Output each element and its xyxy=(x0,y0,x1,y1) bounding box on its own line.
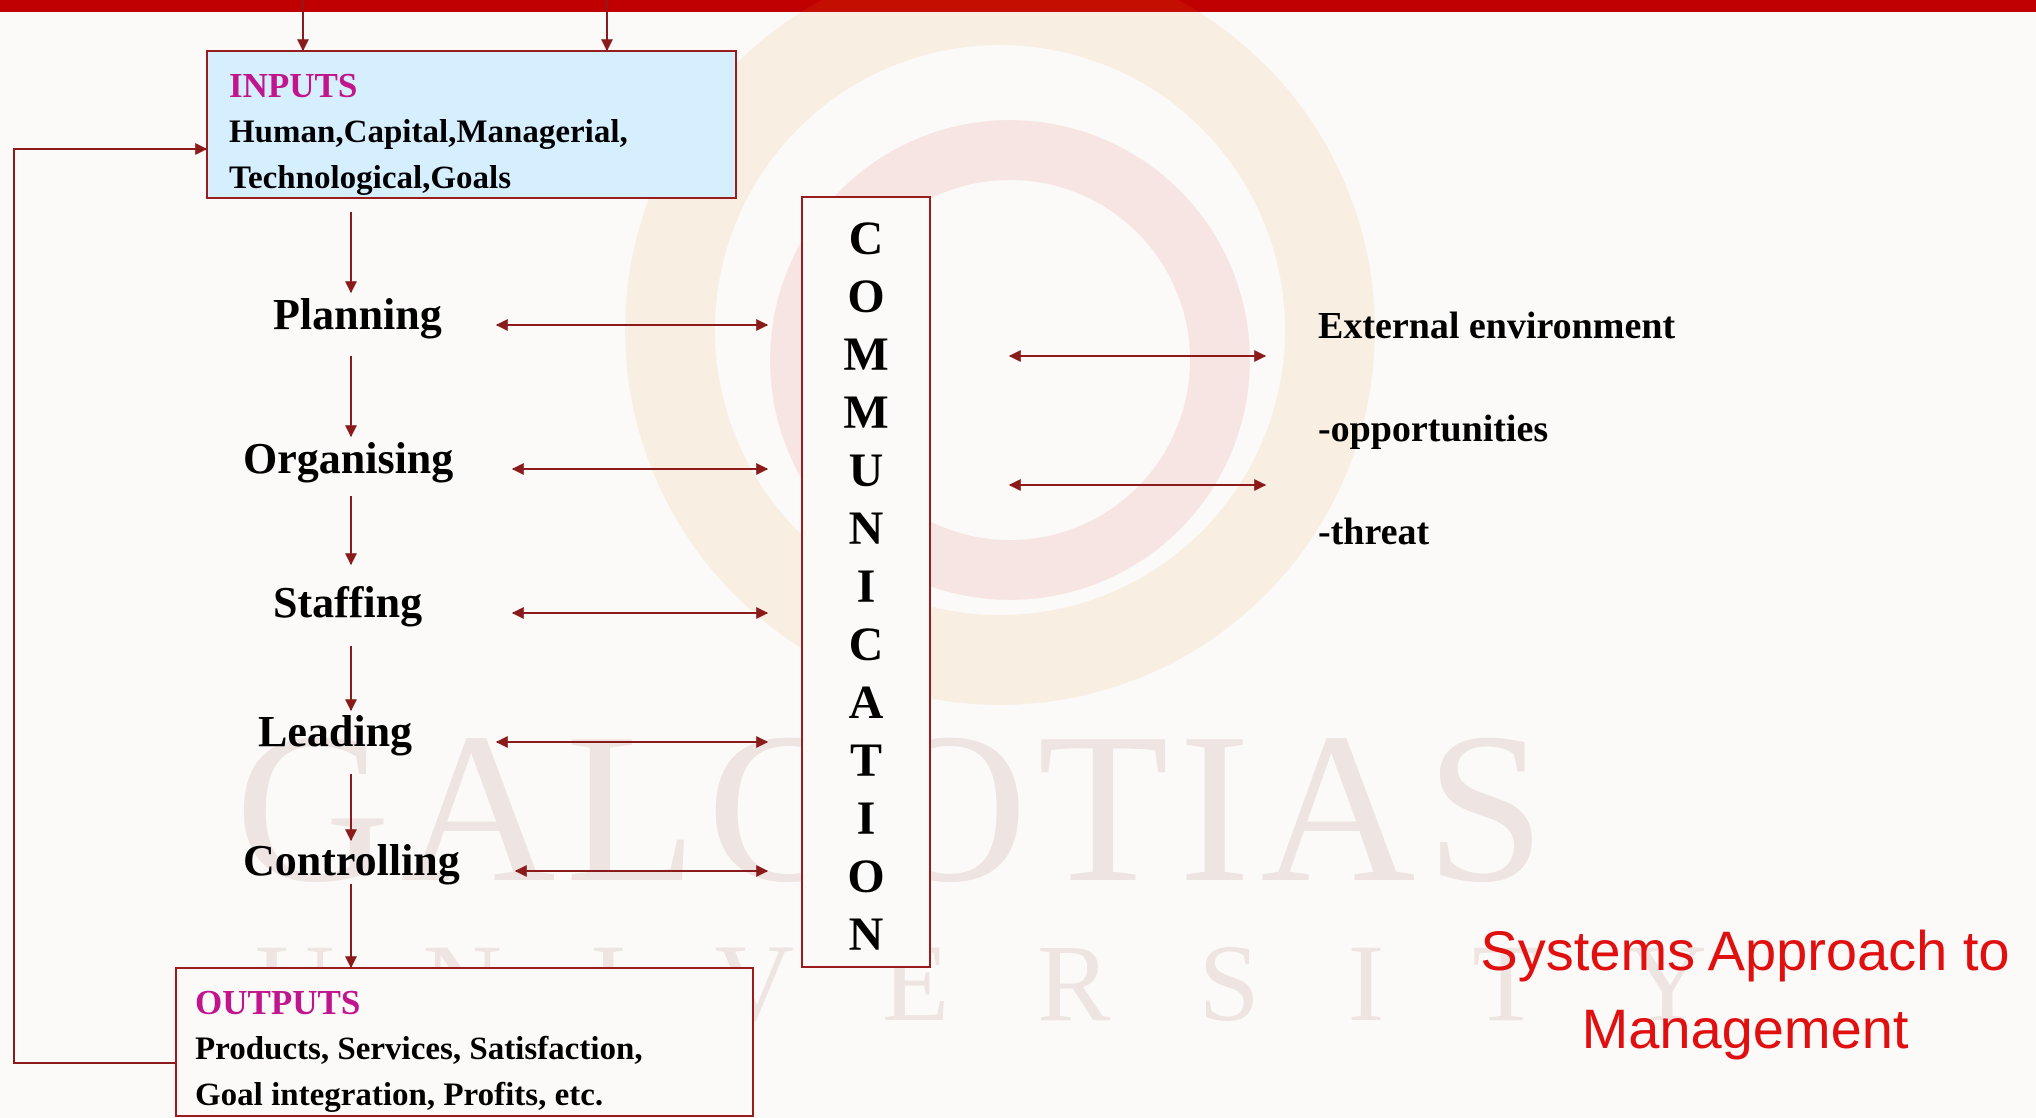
function-staffing: Staffing xyxy=(273,578,423,627)
communication-letter: T xyxy=(849,734,882,787)
communication-letter: N xyxy=(848,502,884,555)
inputs-line-2: Technological,Goals xyxy=(229,160,512,196)
inputs-heading: INPUTS xyxy=(229,66,358,105)
outputs-line-1: Products, Services, Satisfaction, xyxy=(195,1031,643,1067)
communication-letter: M xyxy=(843,386,889,439)
function-organising: Organising xyxy=(243,434,454,483)
environment-threat: -threat xyxy=(1318,511,1430,553)
communication-letter: I xyxy=(856,560,876,613)
slide-title-line-2: Management xyxy=(1581,997,1909,1060)
inputs-box: INPUTS Human,Capital,Managerial, Technol… xyxy=(206,50,737,199)
outputs-box: OUTPUTS Products, Services, Satisfaction… xyxy=(175,967,754,1117)
communication-letter: C xyxy=(848,618,884,671)
function-controlling: Controlling xyxy=(243,836,460,885)
feedback-loop-arrow xyxy=(13,143,208,1064)
communication-letter: C xyxy=(848,212,884,265)
communication-letter: M xyxy=(843,328,889,381)
communication-letter: U xyxy=(848,444,884,497)
communication-letter: N xyxy=(848,908,884,961)
communication-box: C O M M U N I C A T I O N xyxy=(801,196,931,968)
communication-letter: O xyxy=(847,850,885,903)
outputs-heading: OUTPUTS xyxy=(195,983,361,1022)
function-leading: Leading xyxy=(258,707,413,756)
environment-heading: External environment xyxy=(1318,305,1676,347)
communication-letter: I xyxy=(856,792,876,845)
communication-letter: O xyxy=(847,270,885,323)
communication-letter: A xyxy=(848,676,884,729)
inputs-line-1: Human,Capital,Managerial, xyxy=(229,114,628,150)
function-planning: Planning xyxy=(273,290,442,339)
slide-title: Systems Approach to Management xyxy=(1400,912,2036,1068)
outputs-line-2: Goal integration, Profits, etc. xyxy=(195,1077,604,1113)
top-accent-bar xyxy=(0,0,2036,12)
slide-title-line-1: Systems Approach to xyxy=(1480,919,2010,982)
environment-opportunities: -opportunities xyxy=(1318,408,1549,450)
